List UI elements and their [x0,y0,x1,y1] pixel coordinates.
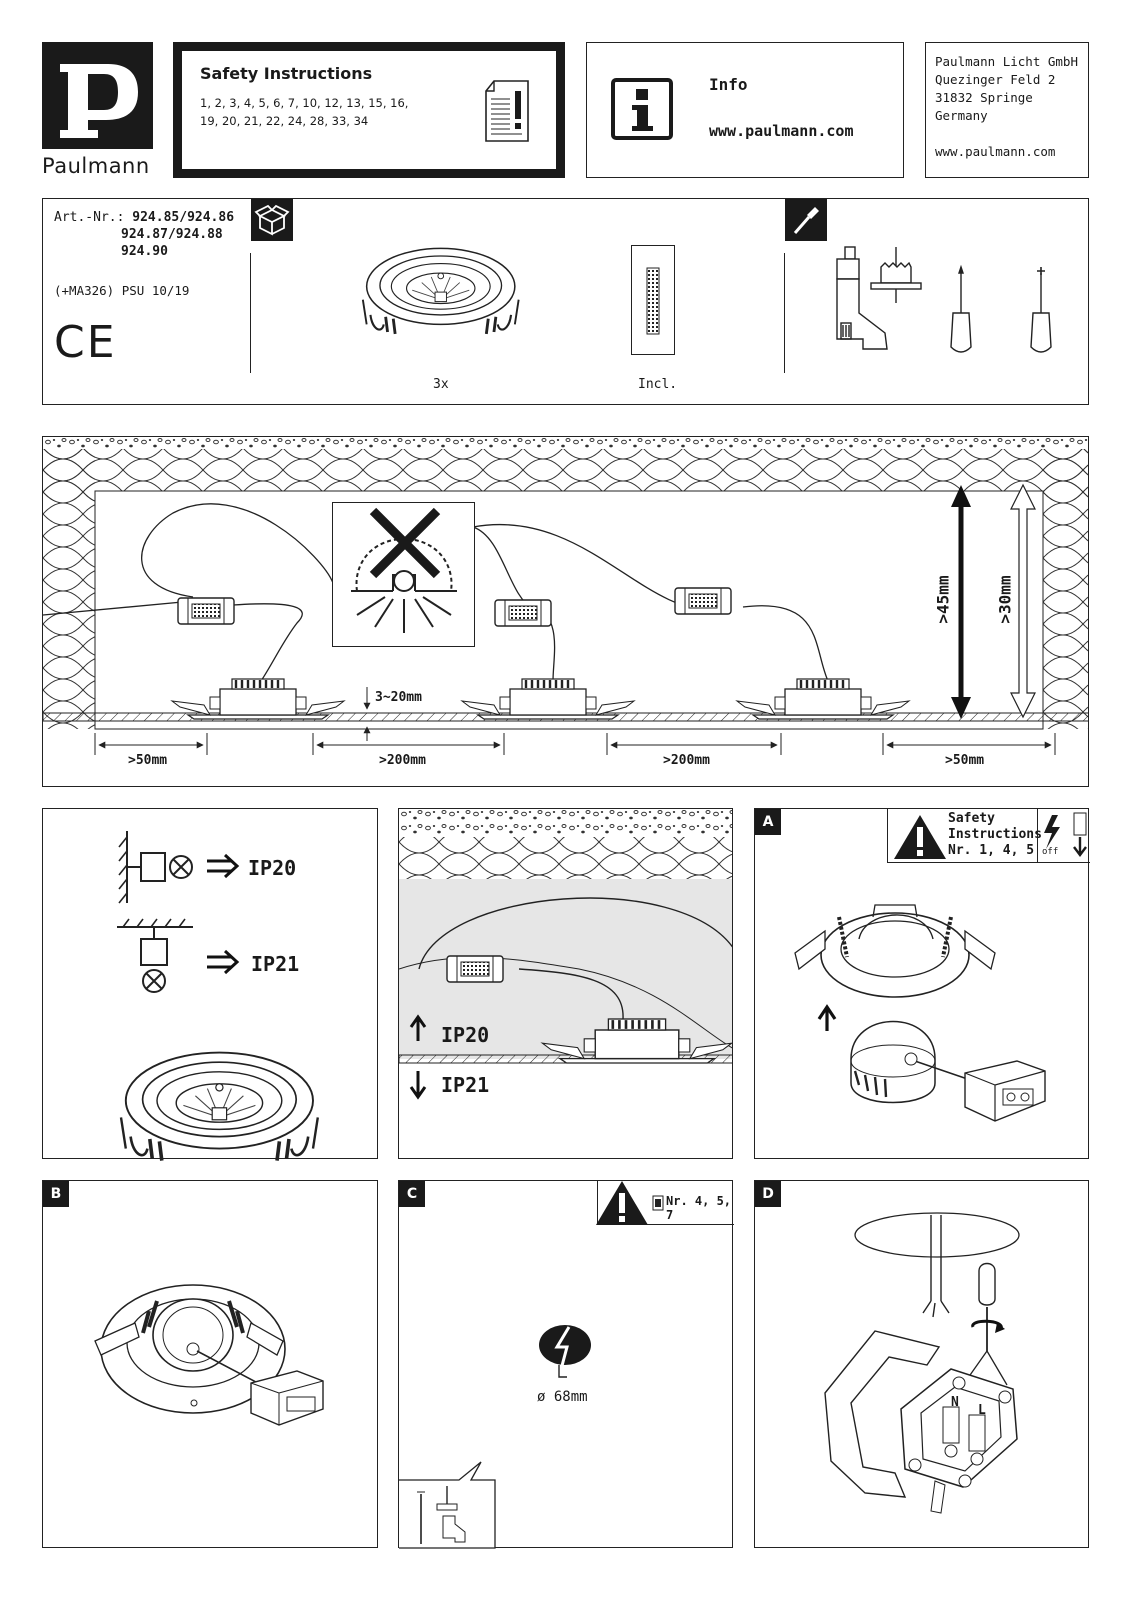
dim-spacing-2: >200mm [663,753,710,768]
ip21-zone-label: IP21 [441,1073,490,1097]
ce-mark: CE [54,317,117,368]
ceiling-section-illustration [43,437,1088,755]
step-d-illustration [824,1212,1020,1514]
document-icon [652,1195,664,1211]
screwdriver-flat-icon [950,264,972,353]
art-number-1: 924.85/924.86 [132,210,235,225]
terminal-l: L [978,1403,986,1418]
safety-title: Safety Instructions [200,64,373,83]
divider-right [784,253,785,373]
step-a-safety-box: Safety Instructions Nr. 1, 4, 5 off [887,809,1090,863]
divider-left [250,253,251,373]
address-city: 31832 Springe [935,90,1033,105]
ip-zone-panel: IP20 IP21 [398,808,733,1159]
product-box: Art.-Nr.: 924.85/924.86 924.87/924.88 92… [42,198,1089,405]
safety-line2: Instructions [948,827,1042,842]
dim-ceiling-thickness: 3~20mm [375,690,422,705]
step-d-panel: D N L [754,1180,1089,1548]
paulmann-logo: Paulmann [42,42,153,182]
step-b-label: B [43,1181,69,1207]
hole-saw-icon [870,247,922,303]
terminal-n: N [951,1395,959,1410]
qty-luminaire: 3x [433,377,449,392]
no-insulation-cover-sign [332,502,475,647]
step-a-panel: A Safety Instructions Nr. 1, 4, 5 off [754,808,1090,1159]
dim-spacing-1: >200mm [379,753,426,768]
safety-numbers-line1: 1, 2, 3, 4, 5, 6, 7, 10, 12, 13, 15, 16, [200,96,409,110]
hole-diameter: ø 68mm [537,1389,588,1405]
safety-instructions-box: Safety Instructions 1, 2, 3, 4, 5, 6, 7,… [173,42,565,178]
art-number-3: 924.90 [121,244,168,259]
off-label: off [1042,847,1059,857]
art-number-2: 924.87/924.88 [121,227,223,242]
warning-icon-c [596,1181,648,1225]
psu-illustration [631,245,675,355]
no-insulation-icon [351,507,457,633]
screwdriver-icon [793,207,819,234]
tools-header [785,199,827,241]
step-b-illustration [94,1284,324,1426]
logo-p-icon [60,64,138,138]
ip20-label: IP20 [248,856,297,880]
luminaire-illustration [361,246,521,336]
step-c-safety-box: Nr. 4, 5, 7 [596,1181,734,1225]
ip-rating-panel: IP20 IP21 [42,808,378,1163]
ip-zone-illustration [399,809,732,1100]
box-icon [254,204,290,236]
ip21-label: IP21 [251,952,300,976]
document-warning-icon [485,80,529,142]
address-box: Paulmann Licht GmbH Quezinger Feld 2 318… [925,42,1089,178]
info-box: Info www.paulmann.com [586,42,904,178]
address-country: Germany [935,108,988,123]
drilling-tools-icon [399,1461,496,1549]
safety-numbers-a: Nr. 1, 4, 5 [948,843,1035,858]
dim-edge-right: >50mm [945,753,985,768]
ip-rating-illustration [117,831,320,1163]
logo-mark [42,42,153,149]
safety-numbers-line2: 19, 20, 21, 22, 24, 28, 33, 34 [200,114,369,128]
power-off-icon [1044,812,1087,857]
info-url[interactable]: www.paulmann.com [709,122,854,140]
address-url[interactable]: www.paulmann.com [935,144,1056,159]
qty-psu: Incl. [638,377,678,392]
step-a-label: A [755,809,781,835]
art-label: Art.-Nr.: [54,210,125,225]
drill-icon [836,246,888,350]
step-a-illustration [794,904,1046,1122]
dim-height-45: >45mm [933,575,953,624]
ip20-zone-label: IP20 [441,1023,490,1047]
dim-height-30: >30mm [995,575,1015,624]
info-title: Info [709,75,748,94]
installation-diagram: 3~20mm >50mm >200mm >200mm >50mm >45mm >… [42,436,1089,787]
step-c-label: C [399,1181,425,1207]
info-icon [611,78,673,140]
step-d-label: D [755,1181,781,1207]
tools-illustration [836,246,1052,353]
step-c-panel: C Nr. 4, 5, 7 ø 68mm [398,1180,734,1549]
step-b-panel: B [42,1180,378,1548]
address-company: Paulmann Licht GmbH [935,54,1078,69]
hole-drill-icon [539,1325,591,1379]
screwdriver-phillips-icon [1030,267,1052,353]
psu-note: (+MA326) PSU 10/19 [54,283,190,298]
safety-numbers-c: Nr. 4, 5, 7 [666,1194,732,1222]
dim-edge-left: >50mm [128,753,168,768]
brand-name: Paulmann [42,154,150,178]
safety-line1: Safety [948,811,995,826]
package-contents-header [251,199,293,241]
address-street: Quezinger Feld 2 [935,72,1056,87]
